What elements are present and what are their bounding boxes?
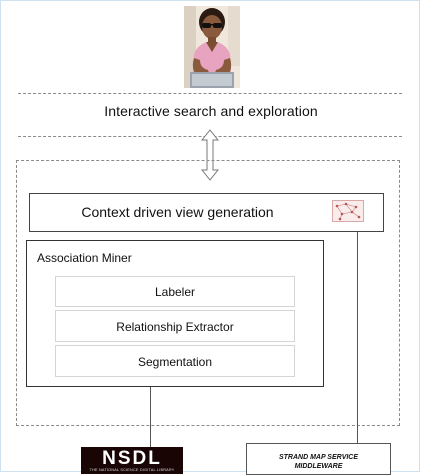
strand-line-1: STRAND MAP SERVICE [278, 454, 359, 461]
segmentation-component: Segmentation [55, 345, 295, 377]
network-thumbnail-icon [332, 200, 364, 222]
context-view-box [29, 193, 384, 232]
strand-map-service-box: STRAND MAP SERVICE MIDDLEWARE [246, 443, 391, 475]
system-dashed-container [16, 160, 400, 426]
miner-to-nsdl-connector [150, 387, 151, 447]
nsdl-logo-text: NSDL [102, 448, 162, 469]
nsdl-logo: NSDL THE NATIONAL SCIENCE DIGITAL LIBRAR… [81, 447, 183, 474]
double-arrow-icon [200, 129, 220, 181]
association-miner-title: Association Miner [37, 251, 132, 265]
context-to-strand-connector [357, 232, 358, 443]
context-view-label: Context driven view generation [81, 204, 274, 220]
user-photo [184, 6, 240, 88]
strand-line-2: MIDDLEWARE [294, 463, 343, 470]
search-layer-label: Interactive search and exploration [104, 103, 318, 119]
relationship-extractor-component: Relationship Extractor [55, 310, 295, 342]
search-band-top-line [18, 93, 402, 94]
labeler-component: Labeler [55, 276, 295, 307]
nsdl-logo-subtitle: THE NATIONAL SCIENCE DIGITAL LIBRARY [89, 468, 175, 472]
